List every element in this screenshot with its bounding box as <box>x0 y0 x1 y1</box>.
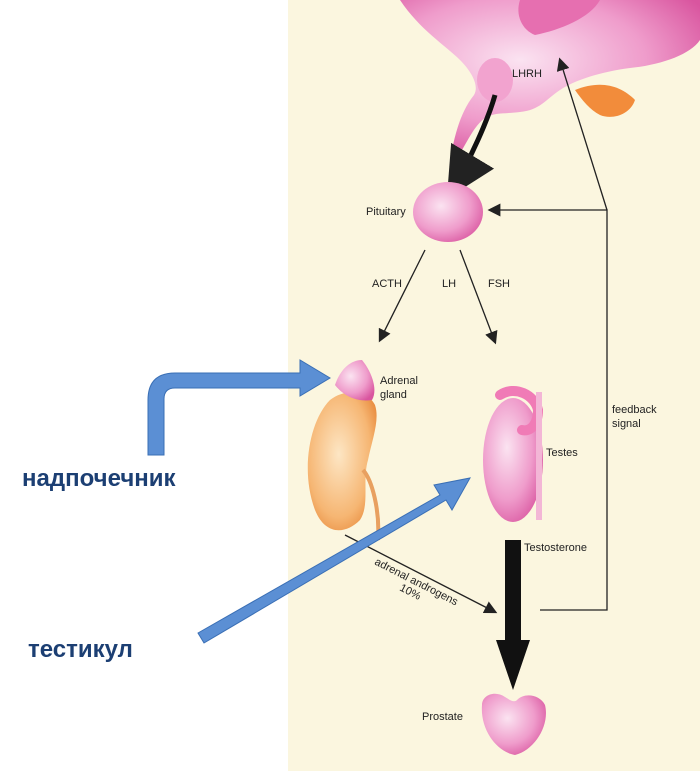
testes-label: Testes <box>546 447 578 460</box>
fsh-label: FSH <box>488 278 510 291</box>
pituitary-gland <box>413 182 483 242</box>
acth-label: ACTH <box>372 278 402 291</box>
adrenal-gland-label-1: Adrenal <box>380 375 418 388</box>
prostate-label: Prostate <box>422 711 463 724</box>
pituitary-label: Pituitary <box>366 206 406 219</box>
feedback-label-2: signal <box>612 418 641 431</box>
adrenal-annotation-text: надпочечник <box>22 465 176 493</box>
prostate <box>482 694 546 755</box>
feedback-label-1: feedback <box>612 404 657 417</box>
lh-fsh-arrow <box>460 250 495 342</box>
lh-label: LH <box>442 278 456 291</box>
kidney <box>308 392 377 530</box>
testosterone-label: Testosterone <box>524 542 587 555</box>
lhrh-label: LHRH <box>512 68 542 81</box>
testosterone-arrow <box>496 540 530 690</box>
brainstem-orange <box>575 85 635 117</box>
adrenal-gland-label-2: gland <box>380 389 407 402</box>
acth-arrow <box>380 250 425 340</box>
adrenal-annotation-arrow <box>148 360 330 455</box>
vas-deferens <box>536 392 542 520</box>
feedback-to-lhrh <box>560 60 607 210</box>
testis-annotation-text: тестикул <box>28 636 133 664</box>
